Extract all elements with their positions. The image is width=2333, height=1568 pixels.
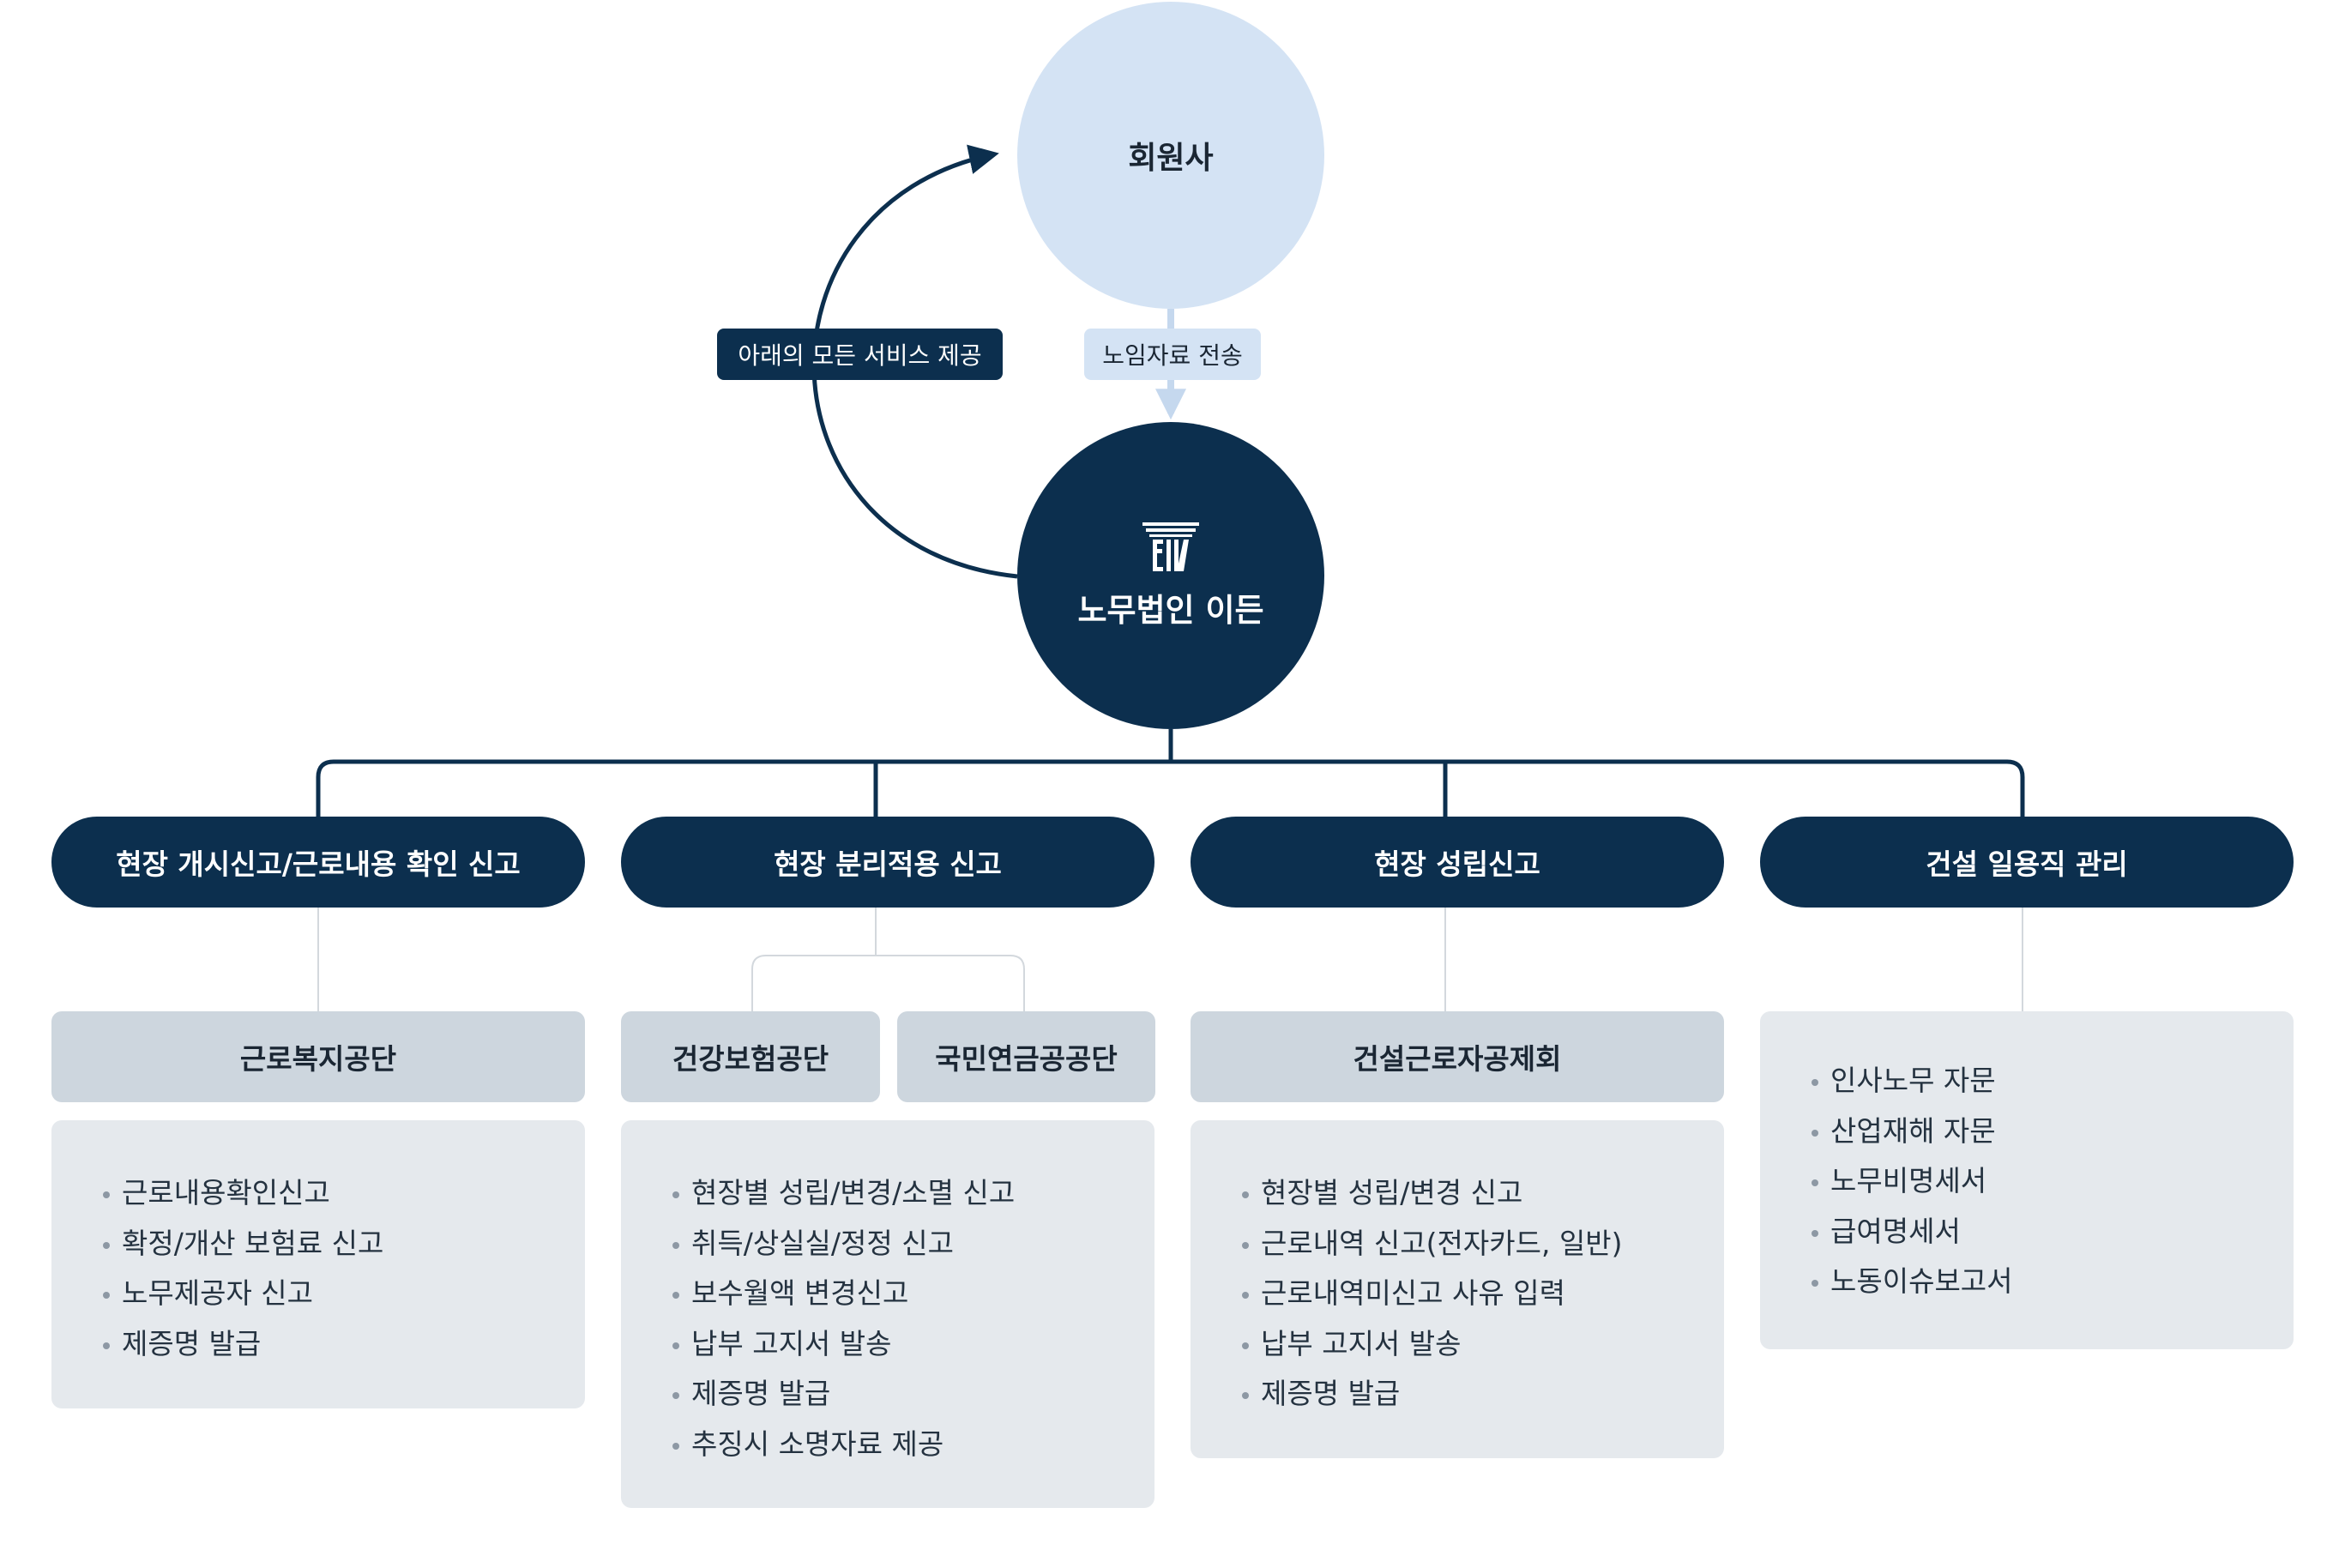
list-item: 근로내역미신고 사유 입력 — [1242, 1269, 1724, 1319]
list-item: 현장별 성립/변경/소멸 신고 — [672, 1168, 1154, 1219]
list-item: 근로내용확인신고 — [103, 1168, 585, 1219]
list-item: 취득/상실실/정정 신고 — [672, 1219, 1154, 1269]
labor-firm-label: 노무법인 이든 — [1077, 592, 1264, 629]
agency-construction-mutual-aid: 건설근로자공제회 — [1191, 1011, 1724, 1102]
transfer-tag: 노임자료 전송 — [1084, 329, 1261, 380]
agency-comwel: 근로복지공단 — [51, 1011, 585, 1102]
member-company-label: 회원사 — [1128, 141, 1214, 176]
pillar-logo-icon — [1142, 522, 1199, 571]
list-item: 인사노무 자문 — [1812, 1056, 2294, 1107]
tree-branch — [316, 759, 2025, 817]
labor-firm-node: 노무법인 이든 — [1017, 422, 1324, 729]
services-tag: 아래의 모든 서비스 제공 — [717, 329, 1003, 380]
list-item: 근로내역 신고(전자카드, 일반) — [1242, 1219, 1724, 1269]
list-item: 제증명 발급 — [672, 1369, 1154, 1420]
category-3: 현장 성립신고 — [1191, 817, 1724, 908]
service-panel-4: 인사노무 자문 산업재해 자문 노무비명세서 급여명세서 노동이슈보고서 — [1760, 1011, 2294, 1349]
service-panel-3: 현장별 성립/변경 신고 근로내역 신고(전자카드, 일반) 근로내역미신고 사… — [1191, 1120, 1724, 1458]
list-item: 납부 고지서 발송 — [1242, 1319, 1724, 1370]
list-item: 산업재해 자문 — [1812, 1107, 2294, 1157]
agency-national-pension: 국민연금공공단 — [897, 1011, 1155, 1102]
list-item: 현장별 성립/변경 신고 — [1242, 1168, 1724, 1219]
list-item: 노무제공자 신고 — [103, 1269, 585, 1319]
list-item: 노무비명세서 — [1812, 1156, 2294, 1207]
list-item: 납부 고지서 발송 — [672, 1319, 1154, 1370]
list-item: 추징시 소명자료 제공 — [672, 1420, 1154, 1470]
category-2: 현장 분리적용 신고 — [621, 817, 1154, 908]
member-company-node: 회원사 — [1017, 2, 1324, 309]
list-item: 노동이슈보고서 — [1812, 1257, 2294, 1307]
cat2-split — [751, 955, 1025, 1011]
list-item: 확정/개산 보험료 신고 — [103, 1219, 585, 1269]
category-4: 건설 일용직 관리 — [1760, 817, 2294, 908]
agency-health-insurance: 건강보험공단 — [621, 1011, 880, 1102]
list-item: 제증명 발급 — [1242, 1369, 1724, 1420]
category-1: 현장 개시신고/근로내용 확인 신고 — [51, 817, 585, 908]
list-item: 제증명 발급 — [103, 1319, 585, 1370]
list-item: 보수월액 변경신고 — [672, 1269, 1154, 1319]
service-panel-1: 근로내용확인신고 확정/개산 보험료 신고 노무제공자 신고 제증명 발급 — [51, 1120, 585, 1408]
service-panel-2: 현장별 성립/변경/소멸 신고 취득/상실실/정정 신고 보수월액 변경신고 납… — [621, 1120, 1154, 1508]
list-item: 급여명세서 — [1812, 1207, 2294, 1257]
